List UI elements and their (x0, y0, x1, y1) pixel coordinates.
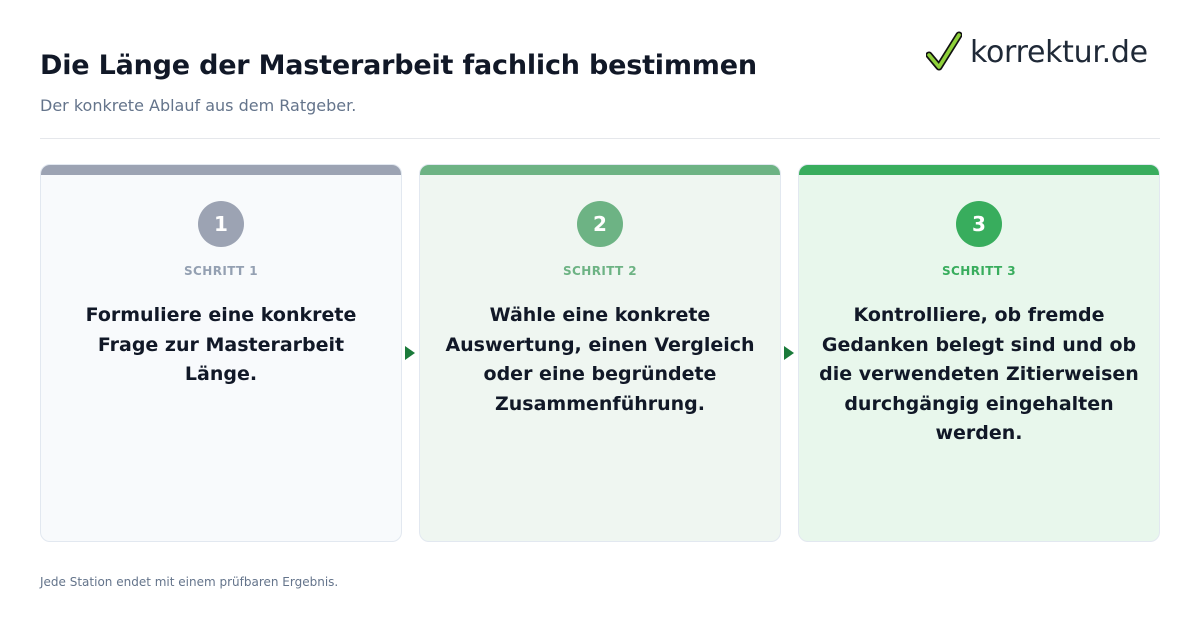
step-card-3: 3 SCHRITT 3 Kontrolliere, ob fremde Geda… (798, 164, 1160, 542)
step-card-top-bar (420, 165, 780, 175)
step-card-2: 2 SCHRITT 2 Wähle eine konkrete Auswertu… (419, 164, 781, 542)
step-card-top-bar (799, 165, 1159, 175)
step-description: Formuliere eine konkrete Frage zur Maste… (85, 304, 357, 385)
step-card-top-bar (41, 165, 401, 175)
page-title: Die Länge der Masterarbeit fachlich best… (40, 50, 757, 81)
step-number-badge: 1 (198, 201, 244, 247)
step-label: SCHRITT 1 (184, 264, 258, 278)
checkmark-icon (926, 31, 962, 71)
step-number-badge: 2 (577, 201, 623, 247)
footer-note: Jede Station endet mit einem prüfbaren E… (40, 575, 339, 589)
step-card-1: 1 SCHRITT 1 Formuliere eine konkrete Fra… (40, 164, 402, 542)
page-subtitle: Der konkrete Ablauf aus dem Ratgeber. (40, 96, 357, 115)
arrow-right-icon (784, 346, 794, 360)
step-description: Kontrolliere, ob fremde Gedanken belegt … (819, 304, 1139, 444)
header-divider (40, 138, 1160, 139)
step-number-badge: 3 (956, 201, 1002, 247)
step-description: Wähle eine konkrete Auswertung, einen Ve… (445, 304, 755, 415)
brand-logo: korrektur.de (926, 30, 1148, 74)
step-label: SCHRITT 2 (563, 264, 637, 278)
arrow-right-icon (405, 346, 415, 360)
brand-name: korrektur.de (970, 34, 1148, 70)
step-label: SCHRITT 3 (942, 264, 1016, 278)
